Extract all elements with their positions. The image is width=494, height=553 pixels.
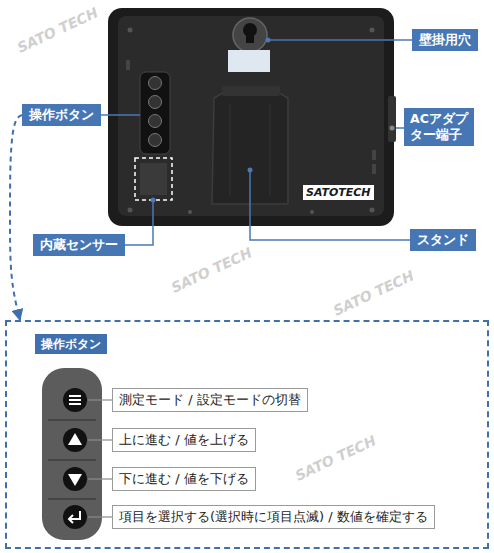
watermark: SATO TECH	[293, 432, 379, 483]
vent	[372, 150, 376, 160]
sticker	[228, 50, 270, 72]
callout-box: ACアダプ ター端子	[404, 108, 474, 146]
leader-dot	[248, 168, 253, 173]
keyhole	[246, 30, 254, 43]
watermark: SATO TECH	[15, 4, 101, 55]
button	[149, 77, 162, 90]
leader-line	[125, 200, 153, 245]
ac-port	[388, 96, 396, 142]
screw	[128, 28, 133, 33]
button-divider	[48, 459, 96, 461]
button-column	[42, 368, 102, 540]
node-text: 操作ボタン	[29, 107, 94, 123]
menu-icon	[69, 395, 81, 397]
node-text: ACアダプ ター端子	[410, 111, 468, 143]
menu-icon	[69, 399, 81, 401]
pointer-line	[88, 439, 112, 440]
node-text: 測定モード / 設定モードの切替	[119, 392, 301, 408]
vent	[372, 164, 376, 174]
back-plate	[118, 16, 384, 216]
sensor	[140, 163, 167, 195]
leader-line	[101, 114, 140, 116]
node-text: 項目を選択する(選択時に項目点滅) / 数値を確定する	[119, 509, 428, 525]
ac-jack	[390, 126, 395, 131]
wall-hole	[233, 18, 267, 52]
button-panel: 操作ボタン測定モード / 設定モードの切替上に進む / 値を上げる下に進む / …	[5, 320, 489, 549]
button	[149, 115, 162, 128]
callout-box: 壁掛用穴	[412, 29, 478, 51]
screw	[188, 210, 192, 214]
function-box: 測定モード / 設定モードの切替	[112, 388, 308, 412]
callout-box: 操作ボタン	[22, 104, 101, 126]
stand-groove	[230, 104, 231, 196]
stand-hinge	[222, 86, 280, 96]
callout-box: 内蔵センサー	[33, 234, 125, 256]
leader-line	[268, 39, 412, 41]
node-text: 壁掛用穴	[419, 32, 471, 48]
sensor-outline	[135, 158, 172, 200]
button-divider	[48, 498, 96, 500]
vent	[126, 60, 130, 70]
function-box: 下に進む / 値を下げる	[112, 467, 256, 491]
dashed-arrow	[10, 115, 22, 320]
node-text: 下に進む / 値を下げる	[119, 471, 249, 487]
leader-dot	[266, 38, 271, 43]
pointer-line	[88, 516, 112, 517]
button-strip	[140, 72, 170, 154]
screw	[310, 210, 314, 214]
node-text: 上に進む / 値を上げる	[119, 432, 249, 448]
up-button	[63, 428, 87, 452]
leader-line	[250, 170, 410, 240]
screw	[370, 208, 375, 213]
menu-button	[63, 388, 87, 412]
watermark: SATO TECH	[169, 244, 255, 295]
down-button	[63, 467, 87, 491]
stand-groove	[270, 104, 271, 196]
watermark: SATO TECH	[331, 267, 417, 318]
screw	[370, 28, 375, 33]
node-text: 内蔵センサー	[40, 237, 118, 253]
node-text: スタンド	[417, 232, 469, 248]
enter-icon	[69, 511, 80, 523]
function-box: 上に進む / 値を上げる	[112, 428, 256, 452]
down-icon	[68, 474, 82, 486]
menu-icon	[69, 403, 81, 405]
up-icon	[68, 433, 82, 445]
button-divider	[48, 419, 96, 421]
function-box: 項目を選択する(選択時に項目点滅) / 数値を確定する	[112, 505, 435, 529]
button	[149, 134, 162, 147]
pointer-line	[88, 399, 112, 400]
screw	[128, 208, 133, 213]
callout-box: スタンド	[410, 229, 476, 251]
enter-button	[63, 505, 87, 529]
panel-heading: 操作ボタン	[35, 334, 107, 354]
pointer-line	[88, 478, 112, 479]
brand-logo: SATOTECH	[303, 185, 374, 200]
button	[149, 96, 162, 109]
leader-line	[396, 127, 404, 129]
leader-dot	[151, 198, 156, 203]
